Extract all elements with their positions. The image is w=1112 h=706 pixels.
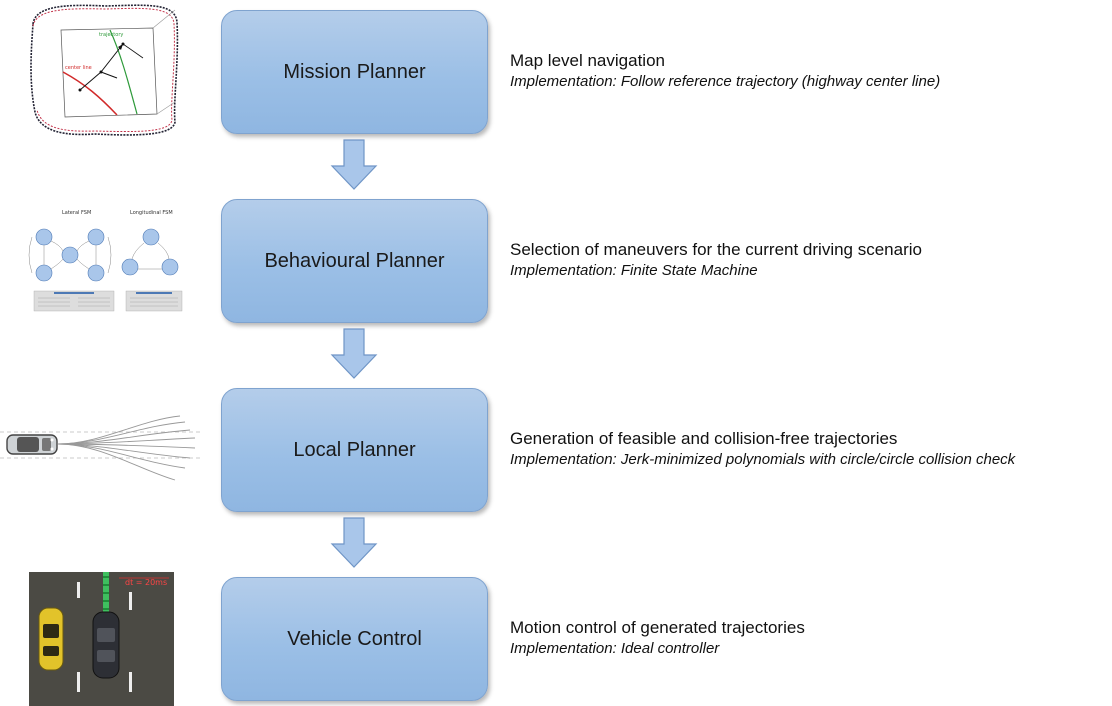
local-planner-description: Generation of feasible and collision-fre… [510, 428, 1110, 470]
centerline-label: center line [65, 65, 92, 71]
down-arrow-icon [330, 139, 378, 190]
description-implementation: Implementation: Jerk-minimized polynomia… [510, 451, 1016, 468]
behavioural-planner-thumbnail: Lateral FSM Longitudinal FSM [24, 203, 184, 315]
down-arrow-icon [330, 328, 378, 379]
local-planner-box: Local Planner [221, 388, 488, 512]
lateral-fsm-title: Lateral FSM [62, 210, 91, 216]
mission-planner-box: Mission Planner [221, 10, 488, 134]
candidate-trajectories-diagram [0, 415, 200, 481]
vehicle-control-description: Motion control of generated trajectories… [510, 617, 1110, 659]
vehicle-control-label: Vehicle Control [287, 627, 422, 650]
description-title: Selection of maneuvers for the current d… [510, 240, 922, 259]
simulator-view: dt = 20ms [29, 572, 174, 706]
ego-car-icon [6, 434, 58, 455]
down-arrow-icon [330, 517, 378, 568]
vehicle-control-thumbnail: dt = 20ms [29, 572, 174, 706]
trajectory-label: trajectory [99, 32, 123, 38]
mission-planner-thumbnail: trajectory center line [25, 2, 180, 137]
yellow-car-icon [38, 607, 64, 671]
behavioural-planner-box: Behavioural Planner [221, 199, 488, 323]
vehicle-control-box: Vehicle Control [221, 577, 488, 701]
timing-label: dt = 20ms [125, 578, 167, 587]
longitudinal-fsm-title: Longitudinal FSM [130, 210, 173, 216]
description-title: Map level navigation [510, 51, 665, 70]
behavioural-planner-label: Behavioural Planner [264, 249, 445, 272]
mission-planner-label: Mission Planner [283, 60, 426, 83]
local-planner-thumbnail [0, 410, 200, 485]
black-car-icon [92, 611, 120, 679]
description-implementation: Implementation: Follow reference traject… [510, 73, 941, 90]
local-planner-label: Local Planner [293, 438, 416, 461]
fsm-diagram: Lateral FSM Longitudinal FSM [28, 210, 183, 312]
description-implementation: Implementation: Finite State Machine [510, 262, 758, 279]
behavioural-planner-description: Selection of maneuvers for the current d… [510, 239, 1110, 281]
frenet-frame-diagram: trajectory center line [30, 4, 179, 136]
description-implementation: Implementation: Ideal controller [510, 640, 720, 657]
description-title: Generation of feasible and collision-fre… [510, 429, 898, 448]
mission-planner-description: Map level navigation Implementation: Fol… [510, 50, 1110, 92]
description-title: Motion control of generated trajectories [510, 618, 805, 637]
